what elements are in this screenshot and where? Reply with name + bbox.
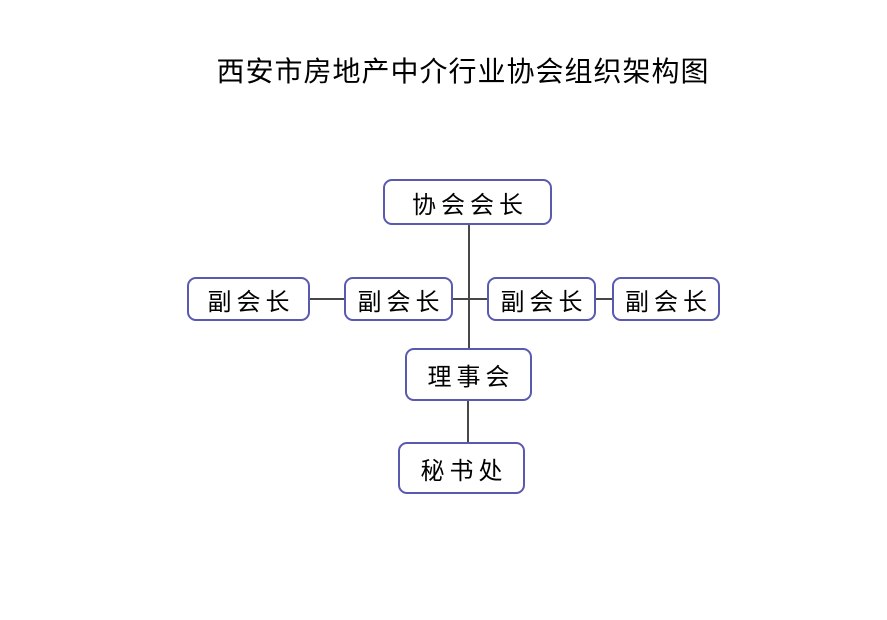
org-node-vice-president-1: 副会长 <box>187 277 310 321</box>
org-node-president: 协会会长 <box>383 179 552 225</box>
org-node-vice-president-4: 副会长 <box>612 277 720 321</box>
org-node-council: 理事会 <box>405 348 532 401</box>
connector-vice1-vice2 <box>310 298 344 300</box>
page-title: 西安市房地产中介行业协会组织架构图 <box>216 57 710 88</box>
org-node-secretariat: 秘书处 <box>398 442 525 494</box>
connector-council-secretariat <box>467 401 469 442</box>
connector-vice2-vice3 <box>453 298 487 300</box>
org-node-vice-president-3: 副会长 <box>487 277 596 321</box>
org-node-vice-president-2: 副会长 <box>344 277 453 321</box>
connector-vice3-vice4 <box>596 298 612 300</box>
connector-president-council <box>468 225 470 348</box>
